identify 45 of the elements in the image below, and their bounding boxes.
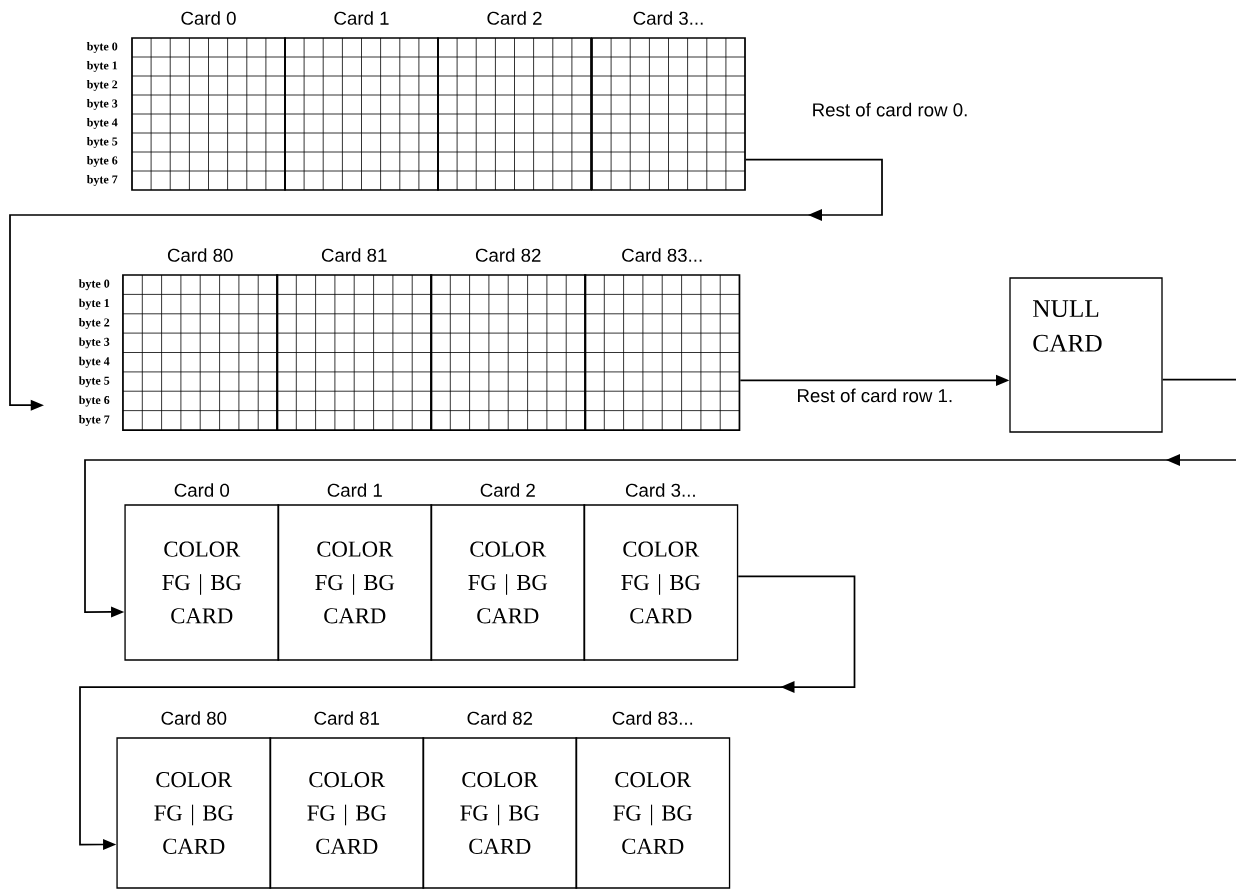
arrow <box>9 158 883 411</box>
color-card: COLOR FG | BG CARD <box>422 737 578 889</box>
color-card: COLOR FG | BG CARD <box>124 504 280 661</box>
color-card: COLOR FG | BG CARD <box>583 504 739 661</box>
card-label: Card 80 <box>161 711 227 725</box>
card-label: Card 81 <box>321 248 387 262</box>
byte-label: byte 1 <box>86 61 118 72</box>
color-card: COLOR FG | BG CARD <box>277 504 433 661</box>
card-label: Card 0 <box>174 483 230 497</box>
byte-label: byte 0 <box>86 42 118 53</box>
card-label: Card 82 <box>475 248 541 262</box>
arrow <box>84 378 1236 618</box>
byte-label: byte 3 <box>86 99 118 110</box>
color-card: COLOR FG | BG CARD <box>116 737 272 889</box>
byte-label: byte 1 <box>78 298 110 310</box>
card-label: Card 82 <box>467 711 533 725</box>
byte-label: byte 4 <box>78 356 110 368</box>
byte-label: byte 6 <box>86 156 118 167</box>
byte-label: byte 7 <box>86 175 118 186</box>
byte-label: byte 6 <box>78 395 110 407</box>
card-label: Card 2 <box>487 11 542 25</box>
color-card: COLOR FG | BG CARD <box>430 504 586 661</box>
card-label: Card 80 <box>167 248 233 262</box>
card-box: NULL CARD <box>1009 277 1163 433</box>
byte-label: byte 5 <box>78 376 110 388</box>
edge-label: Rest of card row 0. <box>810 101 970 118</box>
byte-label: byte 3 <box>78 337 110 349</box>
card-label: Card 1 <box>334 11 389 25</box>
card-label: Card 81 <box>314 711 380 725</box>
byte-label: byte 7 <box>78 415 110 426</box>
byte-label: byte 2 <box>78 318 110 329</box>
byte-label: byte 0 <box>78 279 110 291</box>
card-label: Card 83... <box>622 248 702 262</box>
color-card: COLOR FG | BG CARD <box>575 737 731 889</box>
byte-label: byte 2 <box>86 80 118 91</box>
card-label: Card 2 <box>480 483 535 497</box>
card-label: Card 83... <box>612 711 693 725</box>
card-label: Card 0 <box>181 11 236 25</box>
color-card: COLOR FG | BG CARD <box>269 737 425 889</box>
card-label: Card 3... <box>625 483 695 497</box>
byte-label: byte 4 <box>86 118 118 129</box>
edge-label: Rest of card row 1. <box>795 387 955 404</box>
byte-label: byte 5 <box>86 137 118 148</box>
card-label: Card 3... <box>633 11 703 25</box>
card-label: Card 1 <box>327 483 382 497</box>
